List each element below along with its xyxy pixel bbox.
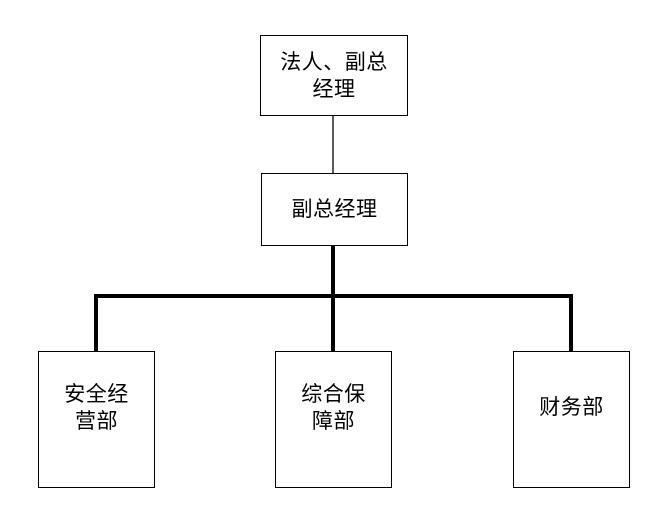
org-node-label: 安全经 营部 xyxy=(64,381,129,433)
org-node-deputy-gm[interactable]: 副总经理 xyxy=(261,173,408,246)
connector-ceo-to-deputy xyxy=(332,115,334,174)
org-node-general-support-dept[interactable]: 综合保 障部 xyxy=(275,351,392,488)
org-node-label: 财务部 xyxy=(539,395,604,420)
org-node-label: 法人、副总 经理 xyxy=(280,49,388,101)
connector-drop-safety xyxy=(94,294,98,352)
org-node-legal-rep-deputy-gm[interactable]: 法人、副总 经理 xyxy=(260,35,408,116)
connector-drop-finance xyxy=(569,294,573,352)
connector-drop-support xyxy=(331,294,335,352)
org-node-label: 综合保 障部 xyxy=(301,381,366,433)
org-node-safety-operations-dept[interactable]: 安全经 营部 xyxy=(38,351,155,488)
connector-deputy-to-bus xyxy=(331,245,335,298)
org-node-finance-dept[interactable]: 财务部 xyxy=(513,351,630,488)
org-node-label: 副总经理 xyxy=(291,197,378,222)
